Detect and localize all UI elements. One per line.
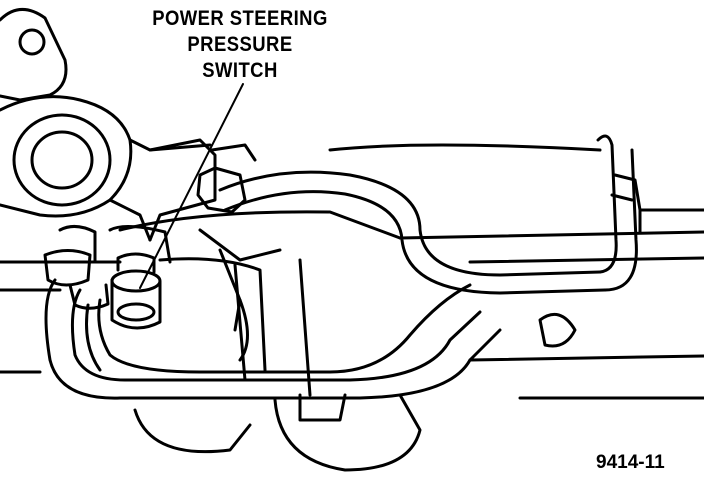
right-end-clamp [610, 173, 642, 212]
input-shaft-coupling [0, 8, 212, 242]
upper-tube-nut [196, 143, 257, 214]
valve-housing [108, 138, 282, 362]
mounting-bracket [133, 312, 577, 472]
callout-line-2: PRESSURE [187, 33, 293, 56]
pressure-switch [110, 252, 162, 330]
callout-leader-line [139, 83, 244, 289]
callout-line-1: POWER STEERING [152, 7, 328, 30]
pressure-switch-callout: POWER STEERING PRESSURE SWITCH [134, 6, 345, 84]
hydraulic-lines [44, 134, 638, 400]
callout-line-3: SWITCH [202, 59, 278, 82]
figure-number: 9414-11 [596, 452, 665, 473]
